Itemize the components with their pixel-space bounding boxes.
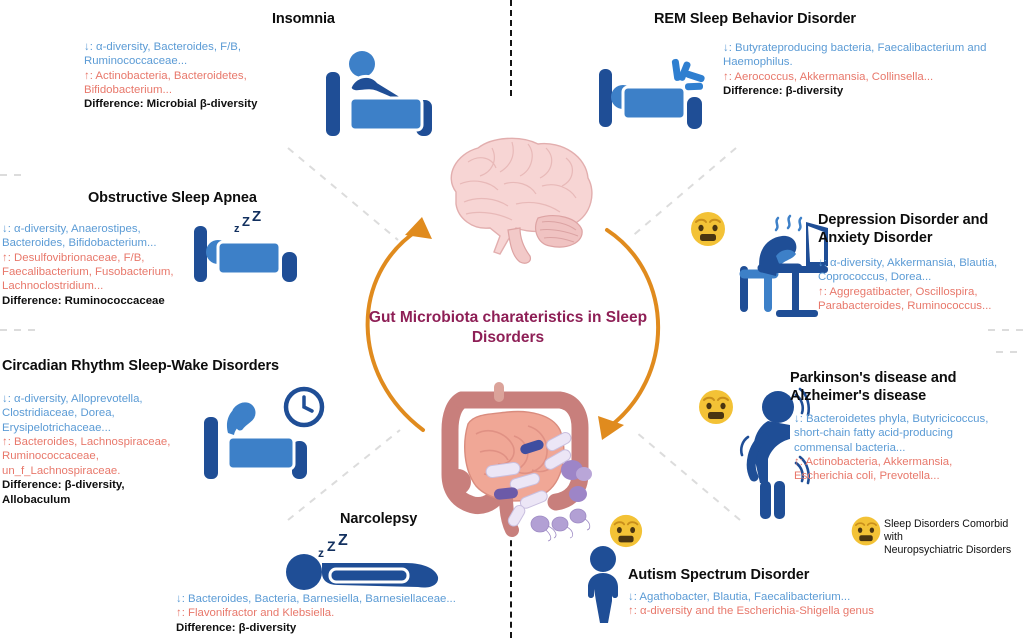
section-text-circadian: ↓: α-diversity, Alloprevotella, Clostrid… <box>2 393 171 506</box>
svg-text:Z: Z <box>252 208 261 225</box>
down-arrow-icon: ↓ <box>2 393 8 405</box>
arc-right-path <box>605 228 660 430</box>
svg-text:z: z <box>318 546 324 560</box>
down-arrow-icon: ↓ <box>628 591 634 603</box>
person-lying-asleep-icon: z Z Z <box>286 532 439 590</box>
person-in-bed-startled-icon <box>599 58 705 129</box>
down-arrow-icon: ↓ <box>723 42 729 54</box>
section-text-depression: ↓: α-diversity, Akkermansia, Blautia, Co… <box>818 257 998 313</box>
arc-left-path <box>365 228 425 432</box>
section-title-parkinsons: Parkinson's disease and Alzheimer's dise… <box>790 370 957 404</box>
up-arrow-icon: ↑ <box>176 607 182 620</box>
human-intestine-with-bacteria-illustration <box>441 382 592 542</box>
person-in-bed-awake-icon <box>326 51 432 136</box>
up-arrow-icon: ↑ <box>818 285 824 298</box>
section-title-depression: Depression Disorder and Anxiety Disorder <box>818 212 989 246</box>
section-text-rem: ↓: Butyrateproducing bacteria, Faecaliba… <box>723 42 987 98</box>
child-figure-icon <box>588 546 618 623</box>
section-text-narcolepsy: ↓: Bacteroides, Bacteria, Barnesiella, B… <box>176 593 456 634</box>
divider-top-vertical <box>510 0 512 96</box>
up-arrow-icon: ↑ <box>2 251 8 264</box>
legend-anguished-face-emoji <box>851 516 881 546</box>
bacteria-rods <box>485 432 592 527</box>
section-text-osa: ↓: α-diversity, Anaerostipes, Bacteroide… <box>2 223 174 307</box>
down-arrow-icon: ↓ <box>84 41 90 53</box>
up-arrow-icon: ↑ <box>2 436 8 449</box>
up-arrow-icon: ↑ <box>84 69 90 82</box>
svg-text:Z: Z <box>327 538 336 554</box>
up-arrow-icon: ↑ <box>794 456 800 469</box>
arrow-down-head <box>598 416 624 440</box>
section-text-parkinsons: ↓: Bacteroidetes phyla, Butyricicoccus, … <box>794 413 989 483</box>
svg-text:Z: Z <box>338 532 348 549</box>
anguished-face-emoji <box>691 212 725 246</box>
section-title-osa: Obstructive Sleep Apnea <box>88 190 257 206</box>
legend-label: Sleep Disorders Comorbid with Neuropsych… <box>884 518 1012 556</box>
person-slumped-at-desk-icon <box>739 214 828 317</box>
person-in-bed-snoring-icon: z Z Z <box>194 208 297 282</box>
center-title: Gut Microbiota charateristics in Sleep D… <box>368 309 648 347</box>
down-arrow-icon: ↓ <box>176 593 182 605</box>
section-title-circadian: Circadian Rhythm Sleep-Wake Disorders <box>2 358 279 374</box>
anguished-face-emoji <box>609 514 643 548</box>
down-arrow-icon: ↓ <box>794 413 800 425</box>
human-brain-illustration <box>450 137 593 264</box>
divider-bottom-vertical <box>510 530 512 638</box>
person-in-bed-with-clock-icon <box>204 386 325 479</box>
section-title-narcolepsy: Narcolepsy <box>340 511 418 527</box>
flagellated-bacteria <box>530 508 591 542</box>
section-text-insomnia: ↓: α-diversity, Bacteroides, F/B, Rumino… <box>84 41 258 111</box>
down-arrow-icon: ↓ <box>818 257 824 269</box>
arrow-up-head <box>405 217 432 239</box>
up-arrow-icon: ↑ <box>723 70 729 83</box>
svg-text:Z: Z <box>242 214 250 229</box>
person-stooped-tremor-icon <box>739 387 811 519</box>
anguished-face-emoji <box>699 390 733 424</box>
center-cycle-arrows <box>365 217 660 440</box>
section-title-autism: Autism Spectrum Disorder <box>628 567 810 583</box>
section-text-autism: ↓: Agathobacter, Blautia, Faecalibacteri… <box>628 591 874 618</box>
svg-text:z: z <box>234 223 240 235</box>
down-arrow-icon: ↓ <box>2 223 8 235</box>
section-title-insomnia: Insomnia <box>272 11 335 27</box>
up-arrow-icon: ↑ <box>628 605 634 618</box>
section-title-rem: REM Sleep Behavior Disorder <box>654 11 856 27</box>
